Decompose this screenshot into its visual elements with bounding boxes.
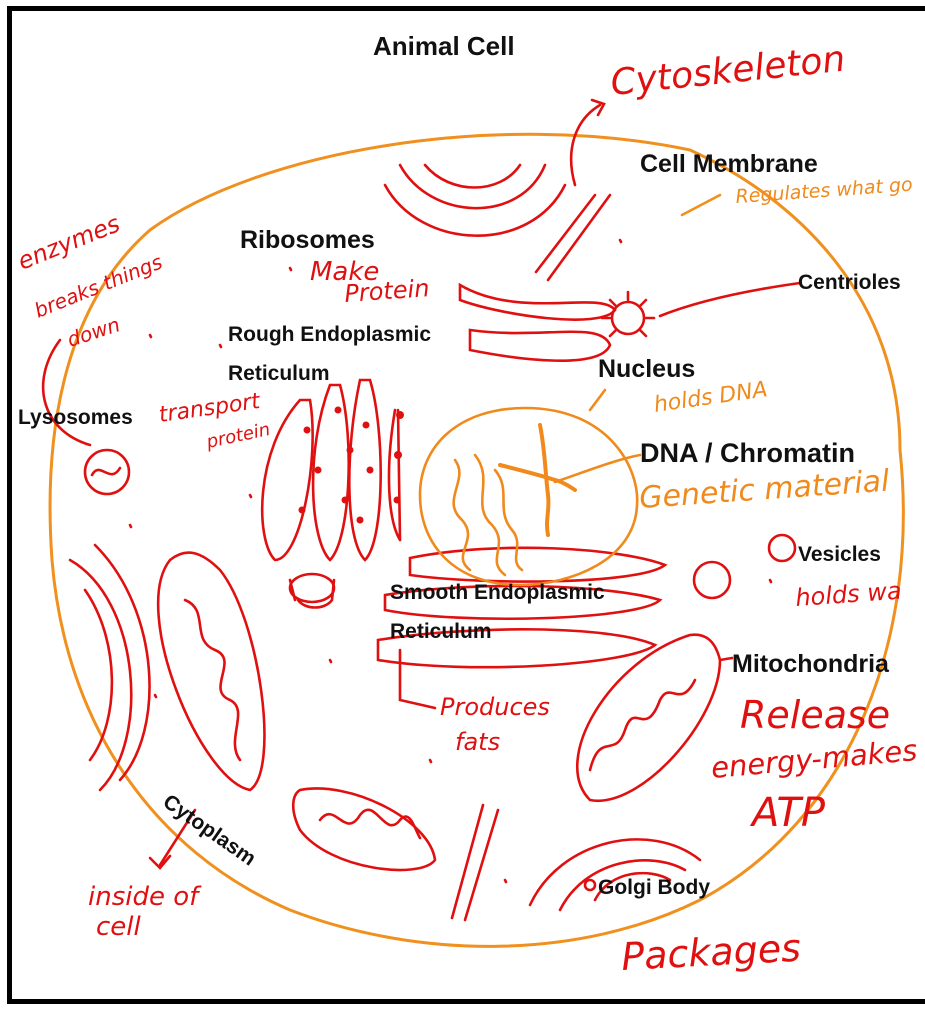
nucleus-outline bbox=[420, 408, 637, 585]
mitochondrion-cristae bbox=[320, 810, 420, 838]
vesicle bbox=[769, 535, 795, 561]
membrane-arc bbox=[85, 590, 112, 760]
chromatin-strand bbox=[454, 460, 470, 570]
rough-er bbox=[349, 380, 380, 560]
lysosomes-note-3: down bbox=[64, 312, 123, 352]
dna-leader bbox=[555, 455, 640, 482]
cytoskeleton-fiber bbox=[452, 805, 498, 920]
mitochondrion bbox=[293, 788, 435, 870]
mito-note-2: energy-makes bbox=[710, 733, 919, 785]
mito-note-1: Release bbox=[740, 693, 890, 737]
mitochondrion-cristae bbox=[185, 600, 240, 760]
smooth-er-top bbox=[460, 285, 615, 320]
cytoplasm-note-2: cell bbox=[96, 912, 142, 942]
lysosomes-note-1: enzymes bbox=[14, 209, 124, 275]
label-rough-er-line1: Rough Endoplasmic bbox=[228, 323, 431, 347]
membrane-arc bbox=[70, 560, 131, 790]
cytoplasm-note-1: inside of bbox=[88, 882, 202, 912]
golgi-marker bbox=[585, 880, 595, 890]
mitochondrion bbox=[158, 553, 264, 790]
dna-note: Genetic material bbox=[638, 464, 891, 516]
label-dna-chromatin: DNA / Chromatin bbox=[640, 438, 855, 469]
smooth-er-note-1: Produces bbox=[440, 693, 550, 721]
golgi-arc bbox=[385, 185, 565, 236]
rough-er bbox=[389, 410, 400, 540]
label-vesicles: Vesicles bbox=[798, 543, 881, 567]
vesicles-note: holds wa bbox=[794, 577, 902, 612]
lysosome-squiggle bbox=[92, 468, 120, 475]
chromatin-strand bbox=[495, 470, 522, 570]
diagram-title: Animal Cell bbox=[373, 31, 515, 62]
chromatin-strand bbox=[475, 455, 505, 575]
label-golgi-body: Golgi Body bbox=[598, 876, 710, 900]
smooth-er-leader bbox=[400, 650, 435, 708]
vesicle-cylinder-body bbox=[290, 580, 334, 608]
label-mitochondria: Mitochondria bbox=[732, 650, 889, 679]
rough-er bbox=[262, 400, 312, 560]
label-nucleus: Nucleus bbox=[598, 355, 695, 384]
rough-er-note-1: transport bbox=[157, 389, 263, 428]
rough-er-note-2: protein bbox=[204, 419, 272, 453]
label-lysosomes: Lysosomes bbox=[18, 406, 133, 430]
membrane-arc bbox=[95, 545, 150, 780]
golgi-arc bbox=[425, 165, 520, 188]
label-rough-er-line2: Reticulum bbox=[228, 362, 330, 386]
mito-leader bbox=[720, 658, 732, 660]
label-smooth-er-line2: Reticulum bbox=[390, 620, 492, 644]
smooth-er-note-2: fats bbox=[455, 728, 500, 756]
centrioles-leader bbox=[660, 283, 800, 316]
smooth-er bbox=[410, 548, 665, 582]
golgi-note: Packages bbox=[620, 926, 802, 979]
ink-dots bbox=[130, 240, 771, 882]
smooth-er-top bbox=[470, 330, 610, 361]
label-cell-membrane: Cell Membrane bbox=[640, 150, 818, 179]
vesicle-cylinder bbox=[290, 574, 334, 602]
cytoskeleton-arrow bbox=[571, 100, 604, 185]
mitochondrion-cristae bbox=[590, 680, 695, 770]
label-centrioles: Centrioles bbox=[798, 271, 901, 295]
label-smooth-er-line1: Smooth Endoplasmic bbox=[390, 581, 605, 605]
nucleus-leader bbox=[590, 390, 605, 410]
membrane-leader bbox=[682, 195, 720, 215]
cytoskeleton-note: Cytoskeleton bbox=[609, 39, 847, 104]
ribosomes-note-2: Protein bbox=[343, 274, 430, 308]
mito-note-3: ATP bbox=[749, 790, 826, 836]
vesicle bbox=[694, 562, 730, 598]
label-ribosomes: Ribosomes bbox=[240, 226, 375, 255]
